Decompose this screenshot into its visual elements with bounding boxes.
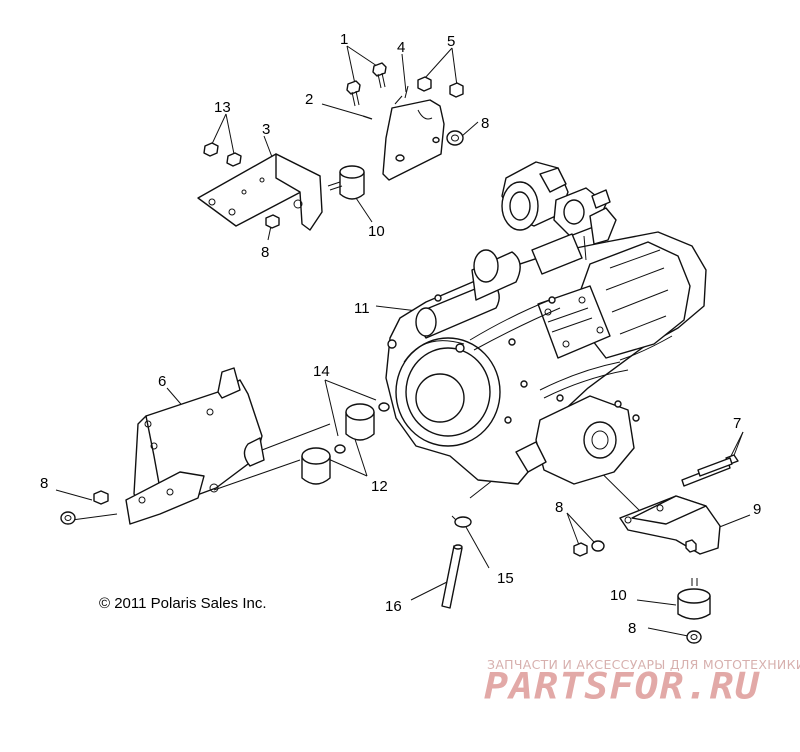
part-15-clamp <box>451 515 472 528</box>
part-12-mounts <box>301 403 375 485</box>
part-8-nut-bracket3 <box>265 214 280 229</box>
part-1-bolts <box>346 62 387 107</box>
callout-15: 15 <box>497 570 514 587</box>
part-13-bolts <box>203 142 242 167</box>
part-10-mount-lower <box>677 578 711 620</box>
copyright-notice: © 2011 Polaris Sales Inc. <box>99 595 267 612</box>
watermark-logo: PARTSFOR.RU <box>484 666 760 708</box>
callout-14: 14 <box>313 363 330 380</box>
callout-13: 13 <box>214 99 231 116</box>
callout-5: 5 <box>447 33 455 50</box>
part-3-bracket <box>197 153 323 231</box>
callout-8-lower: 8 <box>628 620 636 637</box>
callout-9: 9 <box>753 501 761 518</box>
part-8-nuts-center <box>573 540 605 557</box>
part-6-bracket <box>125 367 331 525</box>
engine-assembly <box>385 161 707 485</box>
callout-1: 1 <box>340 31 348 48</box>
part-5-nuts <box>417 76 464 98</box>
part-8-nut-upper <box>446 130 464 146</box>
watermark-tagline: ЗАПЧАСТИ И АКСЕССУАРЫ ДЛЯ МОТОТЕХНИКИ <box>487 657 800 672</box>
callout-10-lower: 10 <box>610 587 627 604</box>
callout-10-upper: 10 <box>368 223 385 240</box>
part-9-bracket <box>619 495 721 555</box>
part-2-pin <box>362 115 373 120</box>
callout-labels: 1 2 3 4 5 8 13 8 10 11 6 14 12 8 7 9 8 1… <box>40 31 761 637</box>
callout-7: 7 <box>733 415 741 432</box>
callout-6: 6 <box>158 373 166 390</box>
callout-12: 12 <box>371 478 388 495</box>
callout-3: 3 <box>262 121 270 138</box>
callout-16: 16 <box>385 598 402 615</box>
callout-11: 11 <box>354 300 370 317</box>
part-8-nut-lower <box>686 630 702 644</box>
callout-8-left: 8 <box>40 475 48 492</box>
callout-8-bracket3: 8 <box>261 244 269 261</box>
part-4-upper-bracket <box>382 85 445 181</box>
callout-4: 4 <box>397 39 405 56</box>
part-10-mount-upper <box>327 165 365 200</box>
callout-8-center: 8 <box>555 499 563 516</box>
callout-8-top: 8 <box>481 115 489 132</box>
part-16-hose <box>441 544 463 609</box>
part-8-nut-left <box>60 490 109 525</box>
part-14-washers <box>334 402 390 454</box>
part-7-bolts <box>681 454 739 487</box>
callout-2: 2 <box>305 91 313 108</box>
